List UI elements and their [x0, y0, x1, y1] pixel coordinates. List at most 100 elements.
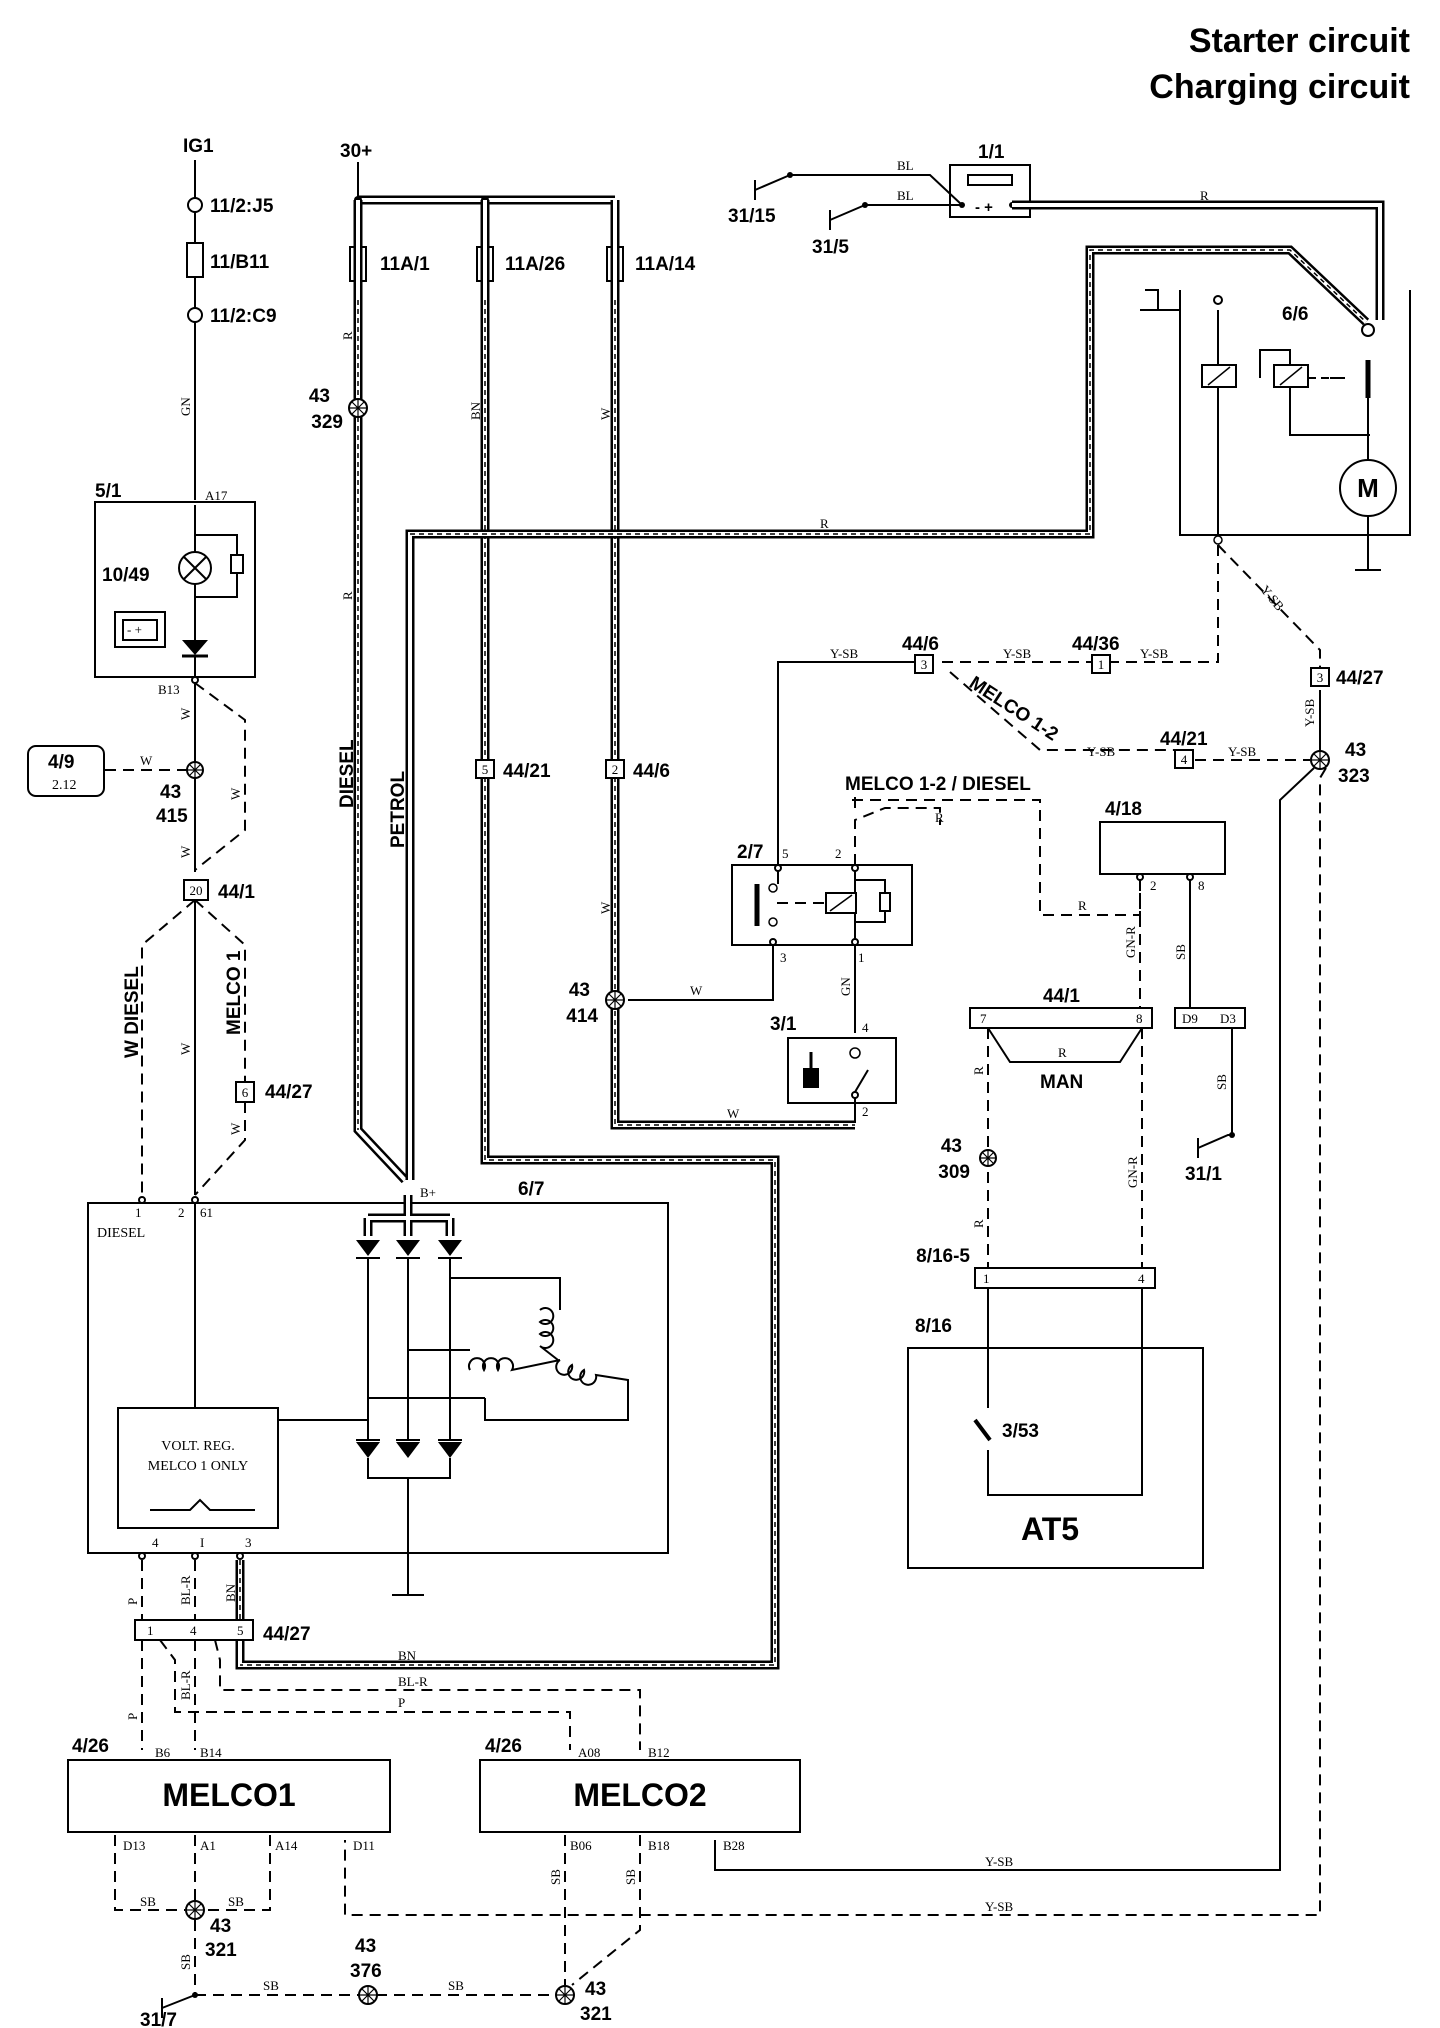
battery-to-starter-wire: [1012, 200, 1385, 320]
melco-1-vertical: MELCO 1: [224, 950, 245, 1035]
melco1-ref: 4/26: [72, 1736, 109, 1757]
connector-44-36-pin-number: 1: [1098, 657, 1105, 672]
connector-44-27a-pin-number: 3: [1317, 670, 1324, 685]
melco2-ref: 4/26: [485, 1736, 522, 1757]
alternator-pin3: 3: [245, 1535, 252, 1550]
wire-44-27-to-melco: [141, 1639, 641, 1750]
alternator-diesel-text: DIESEL: [97, 1226, 145, 1241]
connector-44-27c-pin1: 1: [147, 1623, 154, 1638]
splice-43-309-bottom: 309: [938, 1162, 970, 1183]
battery-ref: 1/1: [978, 142, 1005, 163]
wire-color-gn: GN: [178, 397, 193, 416]
splice-43-309-top: 43: [941, 1136, 962, 1157]
fuse-11a-14-label: 11A/14: [635, 254, 696, 275]
connector-44-1r-label: 44/1: [1043, 986, 1080, 1007]
connector-44-27b-pin-number: 6: [242, 1085, 249, 1100]
connector-8-16-5-label: 8/16-5: [916, 1246, 970, 1267]
relay-2-7-pin5: 5: [782, 846, 789, 861]
relay-2-7-pin3: 3: [780, 950, 787, 965]
wire-color-w-6: W: [228, 787, 243, 800]
wire-r-11a1-to-alternator: [353, 200, 409, 1184]
instrument-box: [94, 501, 256, 678]
wire-color-ysb-8: Y-SB: [985, 1854, 1014, 1869]
starter-motor-symbol: M: [1357, 473, 1379, 503]
wire-color-p-2: P: [125, 1713, 140, 1720]
melco-1-2-label: MELCO 1-2: [965, 673, 1061, 746]
wire-color-r-2: R: [340, 591, 355, 600]
diesel-vertical-label: DIESEL: [337, 739, 358, 808]
wire-color-w-4: W: [727, 1106, 740, 1121]
alternator-pin2: 2: [178, 1205, 185, 1220]
wire-color-bn-1: BN: [468, 401, 483, 420]
connector-44-27c-pin5: 5: [237, 1623, 244, 1638]
wire-color-sb-2: SB: [1214, 1074, 1229, 1090]
connector-44-6-pin: [914, 654, 934, 674]
connector-44-6b-pin: [605, 759, 625, 779]
wire-color-p-1: P: [125, 1598, 140, 1605]
wire-w-11a14: [610, 200, 855, 1130]
instrument-pin-a17: A17: [205, 488, 228, 503]
splice-43-414-top: 43: [569, 980, 590, 1001]
wire-color-r-3: R: [820, 516, 829, 531]
splice-43-323-top: 43: [1345, 740, 1366, 761]
regulator-line1: VOLT. REG.: [161, 1439, 235, 1454]
connector-44-27c-pin4: 4: [190, 1623, 197, 1638]
instrument-ref: 5/1: [95, 481, 122, 502]
connector-d3-label: D3: [1220, 1011, 1236, 1026]
module-4-18-box: [1099, 821, 1226, 875]
wire-color-gn-2: GN: [838, 977, 853, 996]
at5-name: AT5: [1021, 1511, 1079, 1547]
connector-44-36-label: 44/36: [1072, 634, 1120, 655]
connector-11-2-c9: 11/2:C9: [210, 306, 277, 327]
wire-color-ysb-4: Y-SB: [1140, 646, 1169, 661]
b30-busbar: [354, 162, 615, 205]
wire-color-ysb-9: Y-SB: [985, 1899, 1014, 1914]
wire-color-r-4: R: [1200, 188, 1209, 203]
alternator-pin4: 4: [152, 1535, 159, 1550]
wire-w-b13: [194, 682, 246, 872]
ref-4-9-label: 4/9: [48, 752, 74, 773]
battery-symbol: - +: [975, 199, 993, 216]
battery-cell: [967, 174, 1013, 186]
ground-31-15: 31/15: [728, 206, 776, 227]
wire-w-relay-to-splice: [628, 945, 774, 1001]
alternator-bplus: B+: [420, 1185, 436, 1200]
splice-43-321b-bottom: 321: [580, 2004, 612, 2025]
connector-44-6-pin-number: 3: [921, 657, 928, 672]
alternator-rectifier: [356, 1195, 629, 1596]
splice-43-329-top: 43: [309, 386, 330, 407]
melco1-pin-b14: B14: [200, 1745, 222, 1760]
splice-43-376: [358, 1985, 378, 2005]
wire-color-w-7: W: [178, 845, 193, 858]
connector-44-21a-pin-number: 4: [1181, 752, 1188, 767]
melco2-name: MELCO2: [573, 1777, 706, 1813]
splice-43-329: [348, 398, 368, 418]
splice-43-376-bottom: 376: [350, 1961, 382, 1982]
switch-3-1-pin2: 2: [862, 1104, 869, 1119]
connector-44-36-pin: [1091, 654, 1111, 674]
wire-color-w-5: W: [178, 707, 193, 720]
wire-color-gnr-1: GN-R: [1123, 926, 1138, 958]
wire-color-sb-4: SB: [228, 1894, 244, 1909]
melco-1-2-diesel-label: MELCO 1-2 / DIESEL: [845, 774, 1031, 795]
fuse-11-b11: 11/B11: [210, 252, 270, 273]
regulator-line2: MELCO 1 ONLY: [148, 1459, 248, 1474]
connector-d9-label: D9: [1182, 1011, 1198, 1026]
connector-44-1r-pin7: 7: [980, 1011, 987, 1026]
connector-44-21a-pin: [1174, 749, 1194, 769]
starter-assembly: [1140, 289, 1411, 571]
wire-sb-to-ground-31-1: [1197, 1028, 1233, 1158]
module-4-18-ref: 4/18: [1105, 799, 1142, 820]
splice-43-415: [186, 761, 204, 779]
wire-color-ysb-5: Y-SB: [1087, 744, 1116, 759]
connector-8-16-5-box: [974, 1267, 1156, 1289]
relay-2-7-internals: [754, 864, 891, 946]
voltage-regulator: [117, 1203, 368, 1529]
alternator-pin61: 61: [200, 1205, 213, 1220]
wire-color-w-1: W: [598, 407, 613, 420]
wire-color-bl-1: BL: [897, 158, 914, 173]
fuse-11a-26-label: 11A/26: [505, 254, 565, 275]
wire-color-sb-7: SB: [448, 1978, 464, 1993]
wire-r-relay-pin2: [854, 807, 941, 865]
